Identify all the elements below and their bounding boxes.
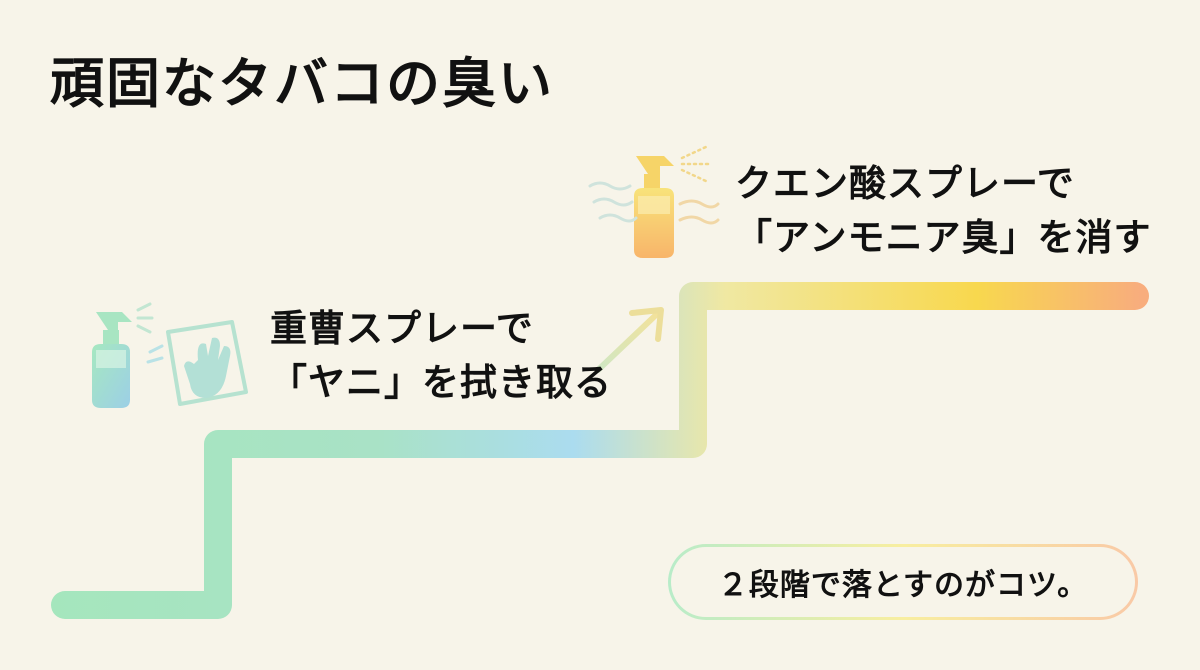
arrow-up-right-icon: [595, 307, 664, 373]
step-2-line1: クエン酸スプレーで: [735, 162, 1075, 205]
odor-wave-icon: [588, 181, 720, 225]
step-1-line1: 重曹スプレーで: [270, 307, 534, 350]
step-1-line2: 「ヤニ」を拭き取る: [270, 360, 612, 404]
step-2-text: クエン酸スプレーで 「アンモニア臭」を消す: [735, 157, 1152, 264]
cleaning-cloth-icon: [146, 320, 248, 406]
stair-line: [51, 282, 1149, 619]
tip-badge: ２段階で落とすのがコツ。: [668, 544, 1138, 620]
tip-text: ２段階で落とすのがコツ。: [671, 547, 1135, 617]
spray-bottle-icon: [634, 144, 712, 258]
page-title: 頑固なタバコの臭い: [50, 52, 554, 115]
step-2-line2: 「アンモニア臭」を消す: [735, 215, 1152, 259]
spray-bottle-icon: [92, 302, 154, 408]
step-1-text: 重曹スプレーで 「ヤニ」を拭き取る: [270, 302, 612, 409]
